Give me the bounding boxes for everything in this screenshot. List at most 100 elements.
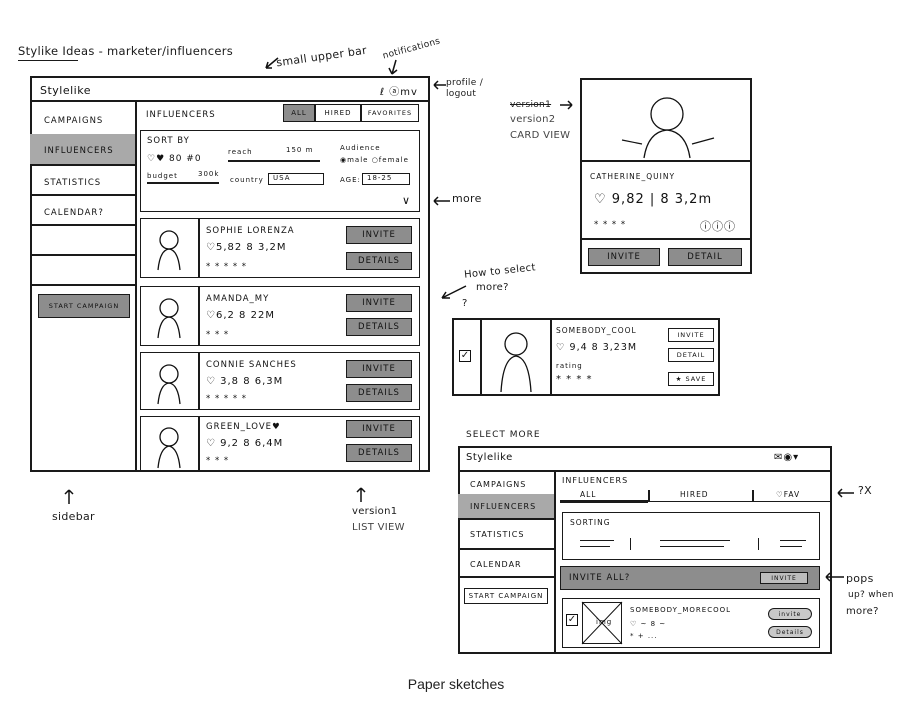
audience-gender[interactable]: ◉male ○female (340, 156, 409, 164)
sidebar-item-statistics[interactable]: STATISTICS (44, 178, 102, 188)
sidebar-item-campaigns[interactable]: CAMPAIGNS (44, 116, 104, 126)
sidebar-item-influencers-v3[interactable]: INFLUENCERS (470, 502, 537, 511)
invite-all-button[interactable]: INVITE (760, 572, 808, 584)
section-title: INFLUENCERS (146, 110, 216, 120)
influencer-name[interactable]: SOPHIE LORENZA (206, 226, 295, 236)
avatar-sketch (157, 230, 181, 271)
tab-all-v3[interactable]: ALL (580, 490, 597, 499)
sort-row-likes[interactable]: ♡♥ 80 #0 (147, 154, 202, 164)
select-card-stats: ♡ 9,4 8 3,23M (556, 342, 638, 353)
chevron-down-icon[interactable]: ∨ (402, 194, 412, 207)
country-select[interactable]: USA (268, 173, 324, 185)
invite-button[interactable]: INVITE (346, 360, 412, 378)
brand-logo-v3: Stylelike (466, 452, 513, 463)
rating-stars: * * * * * (206, 394, 248, 404)
select-card-name[interactable]: SOMEBODY_COOL (556, 326, 637, 335)
sketch-title: Stylike Ideas - marketer/influencers (18, 44, 234, 58)
select-checkbox[interactable]: ✓ (459, 350, 471, 362)
card-detail-button[interactable]: DETAIL (668, 248, 742, 266)
sidebar-item-influencers[interactable]: INFLUENCERS (44, 146, 114, 156)
annotation-sidebar: sidebar (52, 510, 95, 523)
list-item (140, 286, 420, 346)
annotation-more-check: more? (846, 606, 879, 617)
invite-all-banner: INVITE ALL? (560, 566, 820, 590)
card-action-icons[interactable]: ⓘⓘⓘ (700, 220, 736, 233)
select-checkbox-v3[interactable]: ✓ (566, 614, 578, 626)
rating-stars: * * * * * (206, 262, 248, 272)
section-title-v3: INFLUENCERS (562, 476, 629, 485)
header-icons[interactable]: ℓ ⓐmv (380, 87, 418, 98)
sorting-label-v3: SORTING (570, 518, 611, 527)
list-item (140, 218, 420, 278)
avatar-sketch (157, 364, 181, 405)
row-name-v3[interactable]: SOMEBODY_MORECOOL (630, 606, 732, 614)
annotation-card-view: CARD VIEW (510, 130, 571, 141)
sorting-panel-v3 (562, 512, 820, 560)
annotation-more: more (452, 192, 482, 205)
select-more-frame (458, 446, 832, 654)
figure-caption: Paper sketches (407, 676, 505, 692)
details-button[interactable]: DETAILS (346, 384, 412, 402)
card-image-sketch (621, 97, 715, 159)
reach-slider[interactable] (228, 160, 320, 162)
reach-max: 150 m (286, 146, 314, 154)
sidebar-item-calendar[interactable]: CALENDAR? (44, 208, 104, 218)
list-item (140, 352, 420, 410)
annotation-profile-logout: profile / logout (446, 78, 484, 99)
list-item (140, 416, 420, 472)
annotation-version-struck: version1 (510, 100, 552, 110)
header-icons-v3[interactable]: ✉◉▾ (774, 452, 800, 463)
select-card-detail-button[interactable]: DETAIL (668, 348, 714, 362)
invite-button[interactable]: INVITE (346, 420, 412, 438)
tab-fav-v3[interactable]: ♡FAV (776, 490, 801, 499)
budget-value: 300k (198, 170, 220, 178)
sidebar-item-calendar-v3[interactable]: CALENDAR (470, 560, 522, 569)
influencer-name[interactable]: CONNIE SANCHES (206, 360, 297, 370)
age-select[interactable]: 18-25 (362, 173, 410, 185)
card-name[interactable]: CATHERINE_QUINY (590, 172, 676, 181)
details-button-v3[interactable]: Details (768, 626, 812, 638)
budget-slider[interactable] (147, 182, 219, 184)
influencer-name[interactable]: AMANDA_MY (206, 294, 270, 304)
influencer-stats: ♡ 9,2 8 6,4M (206, 438, 284, 449)
annotation-q-mark: ? (462, 298, 468, 309)
select-card-save-button[interactable]: ★ SAVE (668, 372, 714, 386)
start-campaign-button[interactable]: START CAMPAIGN (38, 294, 130, 318)
details-button[interactable]: DETAILS (346, 444, 412, 462)
influencer-name[interactable]: GREEN_LOVE♥ (206, 422, 281, 432)
age-label: AGE: (340, 176, 361, 184)
sidebar-item-campaigns-v3[interactable]: CAMPAIGNS (470, 480, 527, 489)
list-item-v3 (562, 598, 820, 648)
details-button[interactable]: DETAILS (346, 252, 412, 270)
rating-stars: * * * (206, 456, 230, 466)
tab-all[interactable]: ALL (283, 104, 315, 122)
avatar-sketch (157, 427, 181, 469)
invite-button[interactable]: INVITE (346, 294, 412, 312)
select-card-invite-button[interactable]: INVITE (668, 328, 714, 342)
annotation-more-q: more? (476, 282, 509, 293)
card-invite-button[interactable]: INVITE (588, 248, 660, 266)
avatar-sketch (157, 298, 181, 339)
annotation-version1: version1 (352, 506, 398, 517)
annotation-list-view: LIST VIEW (352, 522, 405, 533)
brand-logo: Stylelike (40, 84, 91, 97)
annotation-pops: pops (846, 572, 874, 585)
annotation-q-x: ?X (858, 484, 872, 497)
details-button[interactable]: DETAILS (346, 318, 412, 336)
influencer-stats: ♡ 3,8 8 6,3M (206, 376, 284, 387)
reach-label: reach (228, 148, 253, 156)
card-stars: * * * * (594, 220, 627, 230)
row-stats-v3: ♡ ~ 8 ~ (630, 620, 667, 628)
country-label: country (230, 176, 264, 184)
sidebar-item-statistics-v3[interactable]: STATISTICS (470, 530, 525, 539)
card-view-frame (580, 78, 752, 274)
tab-hired[interactable]: HIRED (315, 104, 361, 122)
invite-button-v3[interactable]: invite (768, 608, 812, 620)
tab-favorites[interactable]: FAVORITES (361, 104, 419, 122)
img-label-v3: img (596, 618, 613, 626)
invite-button[interactable]: INVITE (346, 226, 412, 244)
start-campaign-button-v3[interactable]: START CAMPAIGN (464, 588, 548, 604)
tab-hired-v3[interactable]: HIRED (680, 490, 709, 499)
budget-label: budget (147, 172, 178, 180)
annotation-select-more: SELECT MORE (466, 430, 541, 440)
